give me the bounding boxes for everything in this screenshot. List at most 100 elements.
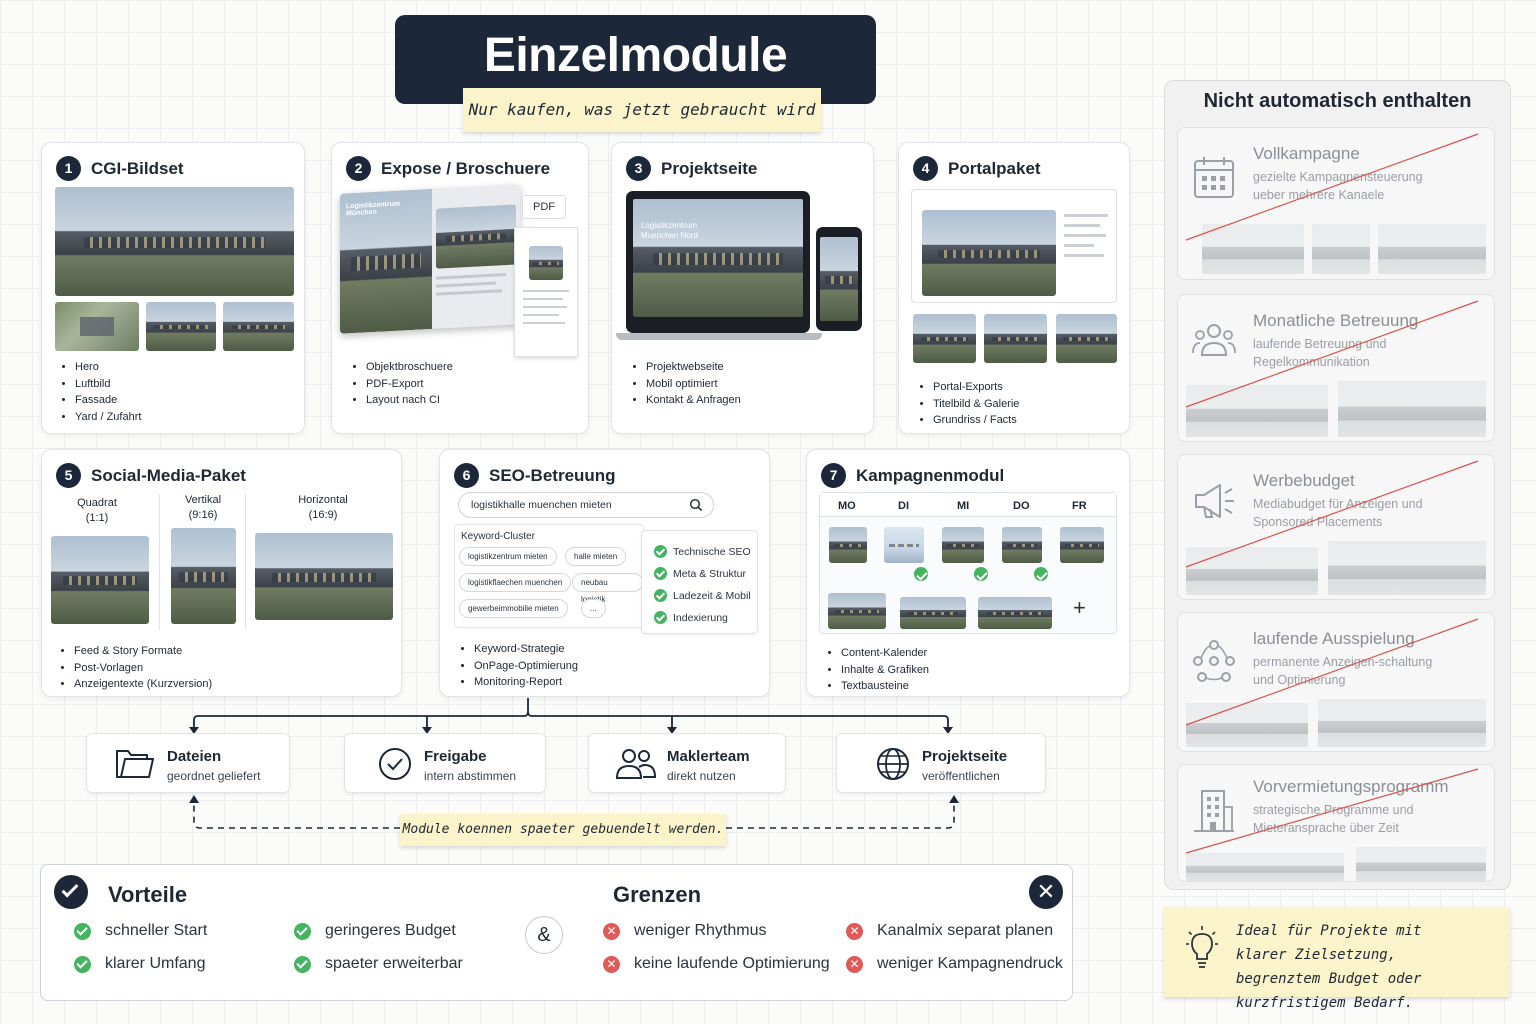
lightbulb-icon [1186, 926, 1218, 968]
day-label: DO [1013, 500, 1030, 512]
module-card-projektseite[interactable]: 3 Projektseite Logistikzentrum Muenchen … [611, 142, 874, 434]
bullet: Titelbild & Galerie [933, 396, 1019, 413]
team-icon [615, 749, 657, 779]
format-label: Horizontal (16:9) [287, 493, 359, 523]
step-title: Maklerteam [667, 748, 750, 765]
building-icon [1194, 790, 1234, 832]
site-title: Logistikzentrum Muenchen Nord [641, 221, 698, 240]
day-label: FR [1072, 500, 1087, 512]
pro-item: schneller Start [74, 922, 207, 940]
step-freigabe: Freigabe intern abstimmen [344, 733, 546, 793]
format-name: Vertikal [184, 494, 222, 506]
check-icon [654, 545, 667, 558]
x-icon: ✕ [603, 922, 620, 940]
phone-mockup [816, 227, 862, 331]
check-label: Ladezeit & Mobil [673, 589, 751, 602]
module-card-expose[interactable]: 2 Expose / Broschuere Logistikzentrum Mü… [331, 142, 589, 434]
check-circle-icon [54, 875, 88, 909]
pro-label: geringeres Budget [325, 922, 456, 939]
check-icon [914, 567, 928, 581]
check-icon [74, 922, 91, 940]
format-ratio: (16:9) [308, 509, 338, 521]
day-label: MI [957, 500, 970, 512]
module-title: Social-Media-Paket [91, 465, 246, 485]
format-label: Vertikal (9:16) [168, 493, 238, 523]
keyword-chip: logistikflaechen muenchen [459, 573, 572, 592]
excluded-item-title: Vollkampagne [1253, 144, 1360, 163]
pro-item: geringeres Budget [294, 922, 456, 940]
bullet: Kontakt & Anfragen [646, 392, 741, 409]
keyword-chip: gewerbeimmobilie mieten [459, 599, 568, 618]
excluded-item-desc: strategische Programme und Mieteransprac… [1253, 803, 1414, 835]
step-projektseite: Projektseite veröffentlichen [836, 733, 1046, 793]
con-label: weniger Rhythmus [634, 922, 767, 939]
bullet: Grundriss / Facts [933, 412, 1019, 429]
format-ratio: (1:1) [85, 512, 109, 524]
aerial-image [55, 302, 139, 351]
facade-image [146, 302, 216, 351]
check-label: Technische SEO [673, 545, 751, 558]
gallery-image [1056, 314, 1117, 363]
square-post-image [51, 536, 149, 624]
bullet: Mobil optimiert [646, 376, 741, 393]
bullet: Keyword-Strategie [474, 641, 578, 658]
yard-image [223, 302, 294, 351]
bullet: Post-Vorlagen [74, 660, 212, 677]
pro-label: schneller Start [105, 922, 208, 939]
x-icon: ✕ [846, 955, 863, 973]
cluster-panel: Keyword-Cluster logistikzentrum mieten h… [454, 524, 644, 628]
bullet: Inhalte & Grafiken [841, 662, 929, 679]
bullet: Anzeigentexte (Kurzversion) [74, 676, 212, 693]
bullet: Luftbild [75, 376, 141, 393]
module-card-seo[interactable]: 6 SEO-Betreuung logistikhalle muenchen m… [439, 449, 770, 697]
bullet: Fassade [75, 392, 141, 409]
calendar-icon [1194, 157, 1234, 198]
con-label: weniger Kampagnendruck [877, 955, 1063, 972]
excluded-item-desc: gezielte Kampagnensteuerung ueber mehrer… [1253, 170, 1423, 202]
module-number: 4 [913, 156, 938, 181]
con-label: keine laufende Optimierung [634, 955, 830, 972]
pro-item: klarer Umfang [74, 955, 205, 973]
check-icon [294, 922, 311, 940]
people-icon [1192, 324, 1236, 356]
add-post-button[interactable]: + [1073, 595, 1086, 620]
search-icon[interactable] [689, 498, 703, 512]
gallery-image [913, 314, 976, 363]
module-number: 1 [56, 156, 81, 181]
bullet: Portal-Exports [933, 379, 1019, 396]
check-icon [974, 567, 988, 581]
bullet: OnPage-Optimierung [474, 658, 578, 675]
pdf-page-mockup [514, 227, 578, 357]
cons-title: Grenzen [613, 882, 702, 907]
con-item: ✕ weniger Kampagnendruck [846, 955, 1063, 973]
megaphone-icon [1195, 484, 1234, 518]
horizontal-post-image [255, 533, 393, 620]
bullet: Yard / Zufahrt [75, 409, 141, 426]
excluded-title: Nicht automatisch enthalten [1203, 90, 1472, 112]
check-label: Meta & Struktur [673, 567, 746, 580]
pro-label: klarer Umfang [105, 955, 206, 972]
check-icon [294, 955, 311, 973]
pro-label: spaeter erweiterbar [325, 955, 463, 972]
check-icon [654, 589, 667, 602]
keyword-chip: logistikzentrum mieten [459, 547, 557, 566]
step-subtitle: intern abstimmen [424, 769, 517, 783]
format-label: Quadrat (1:1) [62, 496, 132, 526]
step-title: Dateien [167, 748, 222, 765]
module-card-kampagne[interactable]: 7 Kampagnenmodul MO DI MI DO FR + Conten… [806, 449, 1130, 697]
module-card-social[interactable]: 5 Social-Media-Paket Quadrat (1:1) Verti… [41, 449, 402, 697]
excluded-item-title: Monatliche Betreuung [1253, 311, 1419, 330]
keyword-chip: halle mieten [565, 547, 627, 566]
bullet: Monitoring-Report [474, 674, 578, 691]
vertical-post-image [171, 528, 236, 624]
module-title: Projektseite [661, 158, 758, 178]
bullet: Content-Kalender [841, 645, 929, 662]
ideal-note: Ideal für Projekte mit klarer Zielsetzun… [1164, 907, 1510, 1011]
module-card-cgi[interactable]: 1 CGI-Bildset Hero Luftbild Fassade Yard… [41, 142, 305, 434]
module-card-portalpaket[interactable]: 4 Portalpaket Portal-Exports Titelbild &… [898, 142, 1130, 434]
step-title: Projektseite [922, 748, 1008, 765]
module-title: CGI-Bildset [91, 158, 184, 178]
search-input[interactable]: logistikhalle muenchen mieten [458, 492, 714, 518]
excluded-item-vollkampagne: Vollkampagne gezielte Kampagnensteuerung… [1177, 127, 1495, 280]
gallery-image [984, 314, 1047, 363]
